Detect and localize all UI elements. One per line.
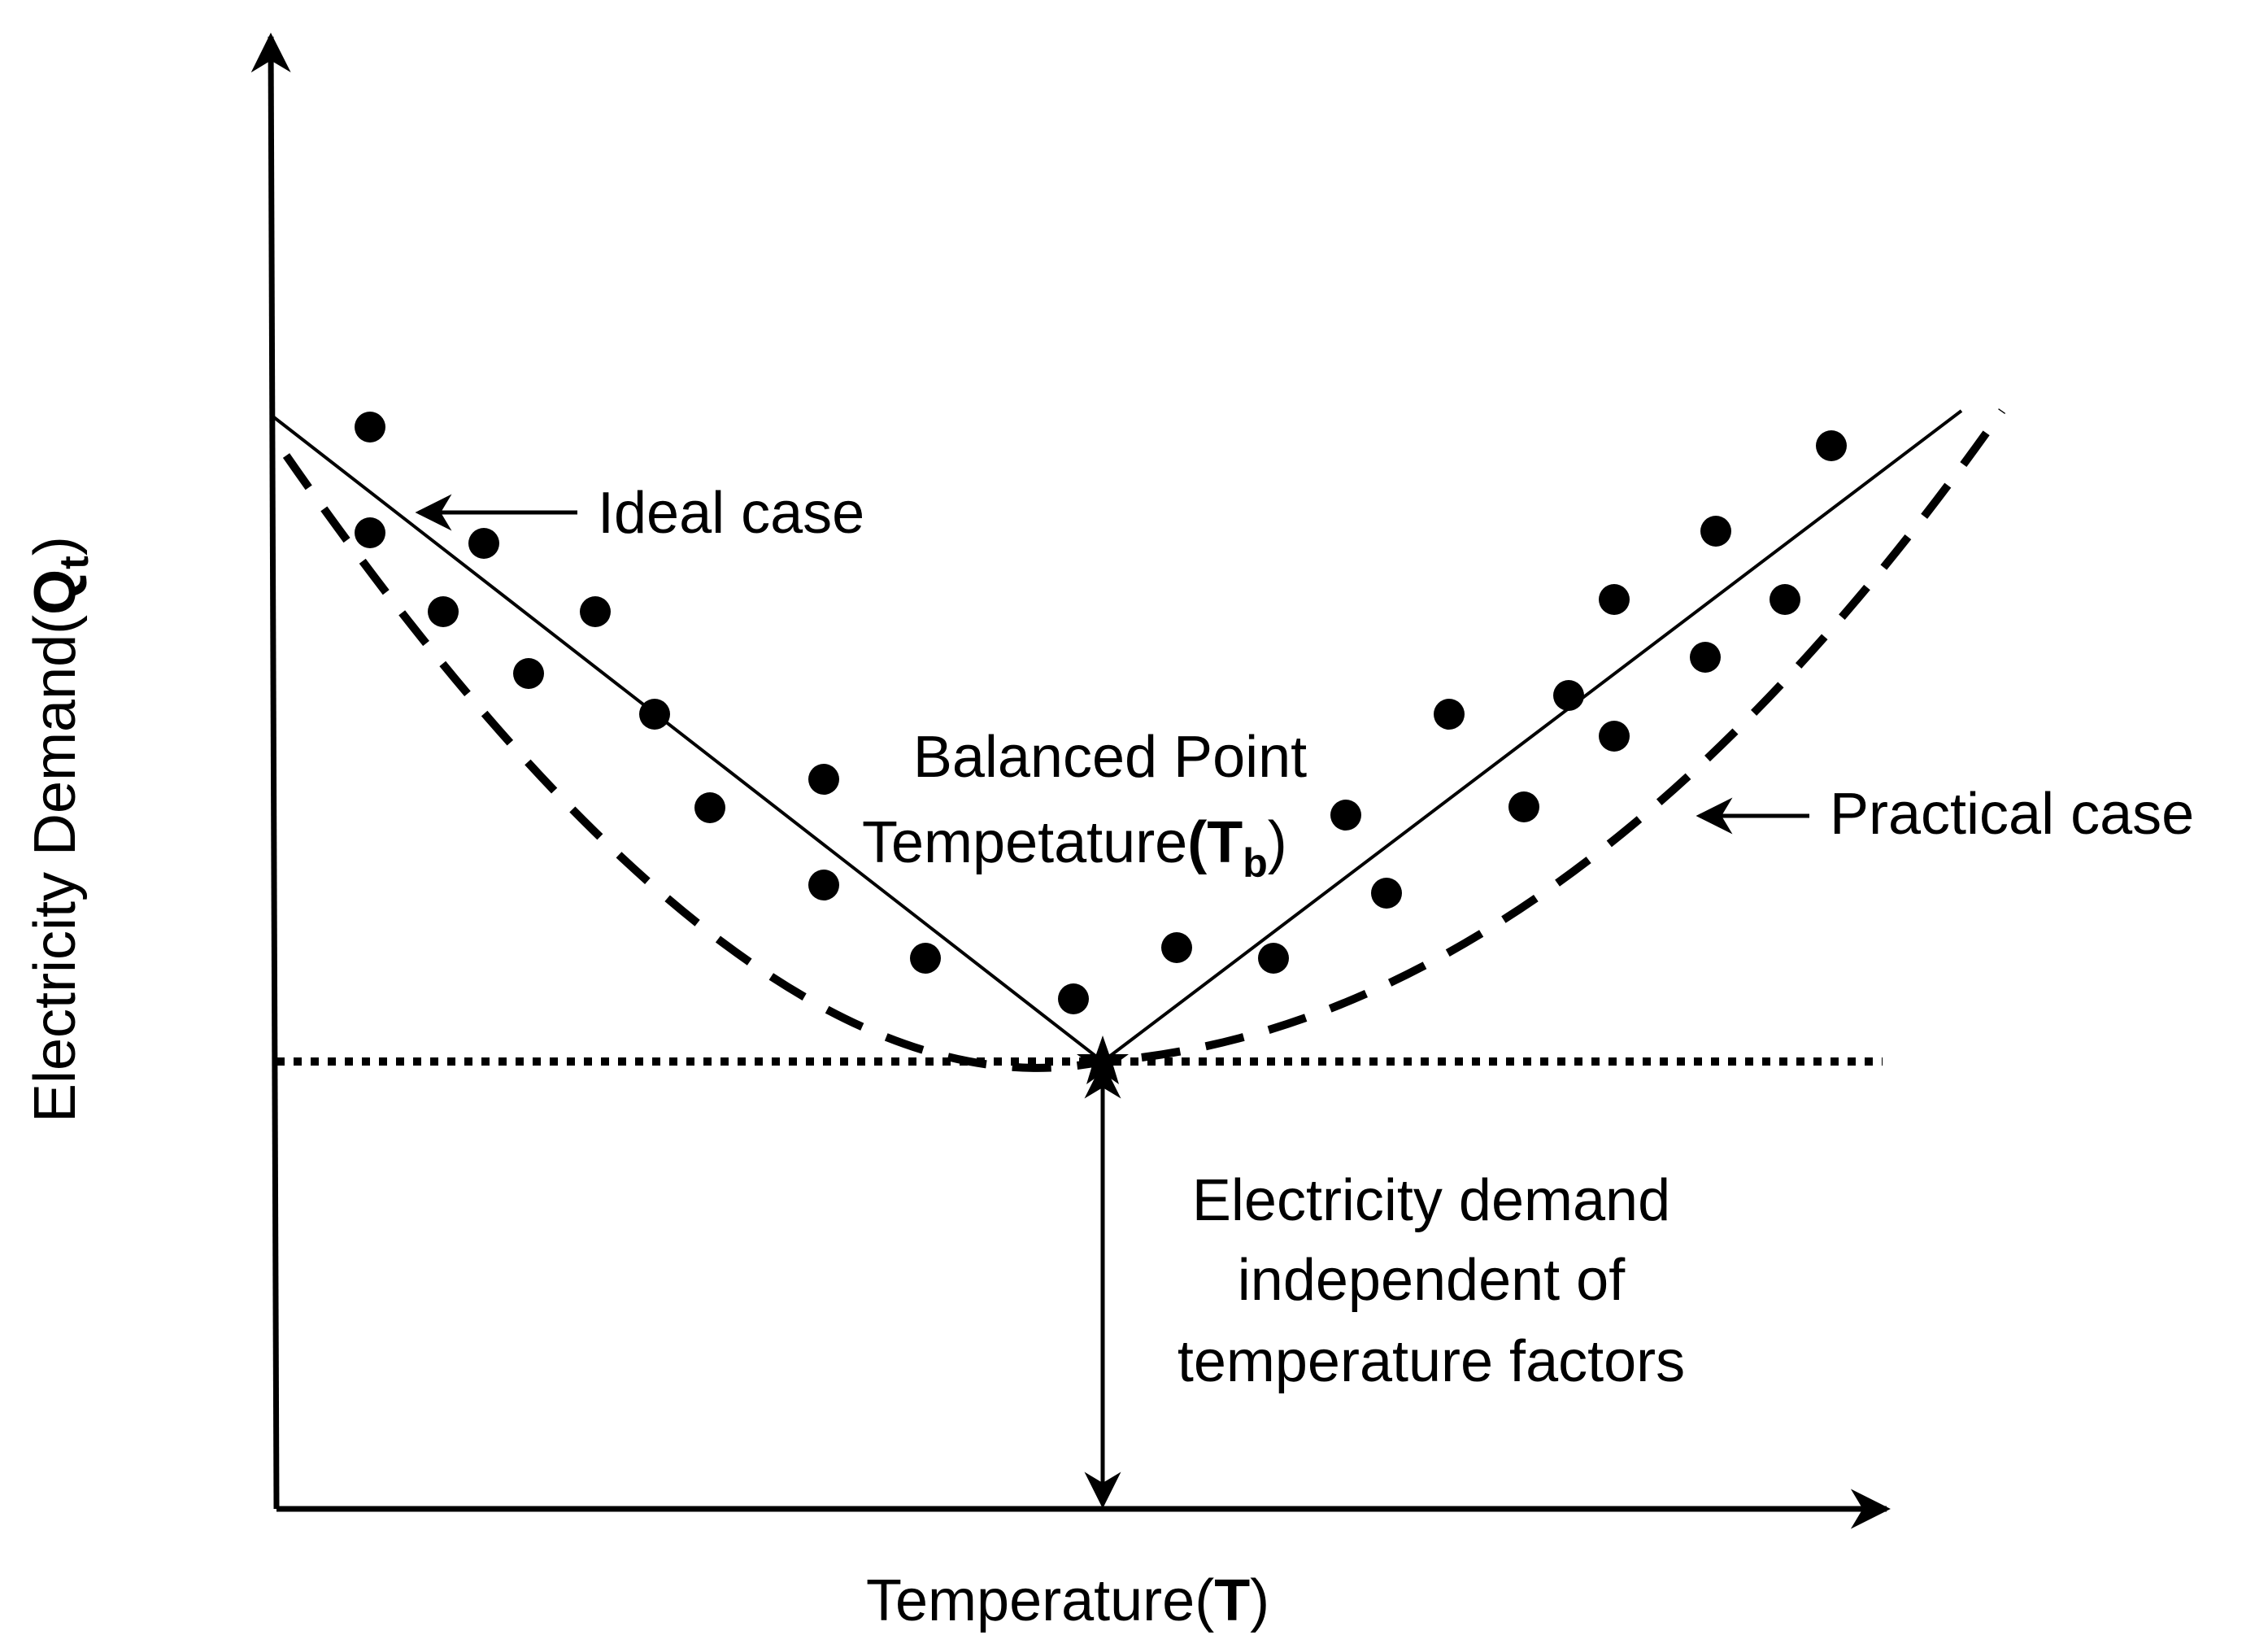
data-point [355, 412, 385, 443]
independent-demand-label-line2: independent of [1238, 1248, 1626, 1313]
balanced-point-label-text: Tempetature [862, 810, 1187, 875]
data-point [1161, 932, 1192, 963]
x-axis-label: Temperature(T) [866, 1568, 1269, 1633]
data-point [1599, 584, 1630, 615]
balanced-point-label-line1: Balanced Point [913, 725, 1307, 790]
x-axis-label-text: Temperature [866, 1568, 1195, 1633]
data-point [1058, 983, 1089, 1014]
data-point [1508, 791, 1539, 822]
data-point [1258, 943, 1289, 974]
data-point [1553, 680, 1584, 711]
data-point [1770, 584, 1800, 615]
independent-demand-label-line3: temperature factors [1178, 1329, 1685, 1394]
balanced-point-label-line2: Tempetature(Tb) [862, 810, 1287, 886]
balanced-point-star [1077, 1035, 1129, 1084]
data-point [910, 943, 941, 974]
data-point [468, 528, 499, 559]
data-point [428, 596, 459, 627]
data-point [694, 792, 725, 823]
data-point [1599, 721, 1630, 752]
independent-demand-label-line1: Electricity demand [1192, 1168, 1670, 1233]
y-axis [250, 33, 291, 1510]
data-point [639, 699, 670, 730]
y-axis-symbol-sub: t [51, 556, 97, 569]
data-point [1700, 516, 1731, 547]
data-point [580, 596, 611, 627]
data-point [1330, 800, 1361, 831]
ideal-case-label: Ideal case [598, 481, 864, 546]
balanced-point-symbol-sub: b [1243, 840, 1268, 886]
data-point [1371, 878, 1402, 909]
data-point [808, 764, 839, 795]
data-point [1690, 642, 1721, 673]
data-point [1816, 430, 1847, 461]
data-point [355, 517, 385, 548]
data-points [355, 412, 1847, 1014]
y-axis-symbol: Q [23, 569, 88, 615]
balanced-point-symbol: T [1207, 810, 1243, 875]
data-point [513, 658, 544, 689]
data-point [808, 870, 839, 900]
practical-case-label: Practical case [1830, 782, 2194, 847]
x-axis-symbol: T [1214, 1568, 1250, 1633]
y-axis-label: Electricity Demand(Qt) [23, 536, 97, 1123]
y-axis-label-text: Electricity Demand [23, 634, 88, 1123]
data-point [1434, 699, 1465, 730]
